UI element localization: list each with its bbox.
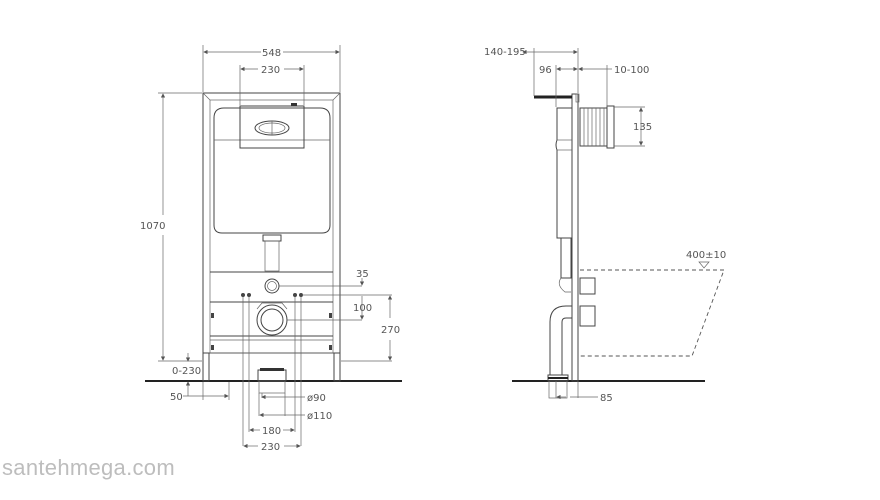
dim-bolt-height: 270 <box>381 325 400 336</box>
dim-frame-width: 548 <box>262 48 281 59</box>
dim-button-height: 135 <box>633 122 652 133</box>
watermark: santehmega.com <box>2 455 175 480</box>
dim-frame-depth: 96 <box>539 65 552 76</box>
dim-flush-offset: 35 <box>356 269 369 280</box>
flush-plate <box>239 105 305 149</box>
dim-plate-width: 230 <box>261 65 280 76</box>
bolt <box>299 293 303 297</box>
right-leg <box>333 352 341 382</box>
side-view: 140-195 96 10-100 135 400±10 85 <box>484 47 726 404</box>
bolt <box>247 293 251 297</box>
dim-button-offset: 10-100 <box>614 65 649 76</box>
drain-pipe <box>257 369 287 382</box>
drain-elbow <box>549 305 572 375</box>
dim-seat-height: 400±10 <box>686 250 726 261</box>
dim-drain-inner: ø90 <box>307 393 326 404</box>
frame-post <box>571 93 579 382</box>
toilet-bowl-outline <box>580 269 725 357</box>
dim-drain-outer: ø110 <box>307 411 332 422</box>
dim-bolt-spacing: 100 <box>353 303 372 314</box>
bolt <box>293 293 297 297</box>
dim-drain-span: 230 <box>261 442 280 453</box>
cistern-side <box>555 107 573 239</box>
water-inlet <box>264 278 280 294</box>
dim-drain-offset: 85 <box>600 393 613 404</box>
dim-bolt-spacing-lower: 180 <box>262 426 281 437</box>
dim-frame-height: 1070 <box>140 221 165 232</box>
dim-depth-range: 140-195 <box>484 47 526 58</box>
left-leg <box>202 352 210 382</box>
frame-outline <box>202 92 341 354</box>
front-view: 548 230 1070 0-230 35 100 270 50 ø90 ø11… <box>140 45 402 453</box>
dim-leg-offset: 50 <box>170 392 183 403</box>
dim-leg-adjust: 0-230 <box>172 366 201 377</box>
bolt <box>241 293 245 297</box>
cistern <box>213 107 331 234</box>
